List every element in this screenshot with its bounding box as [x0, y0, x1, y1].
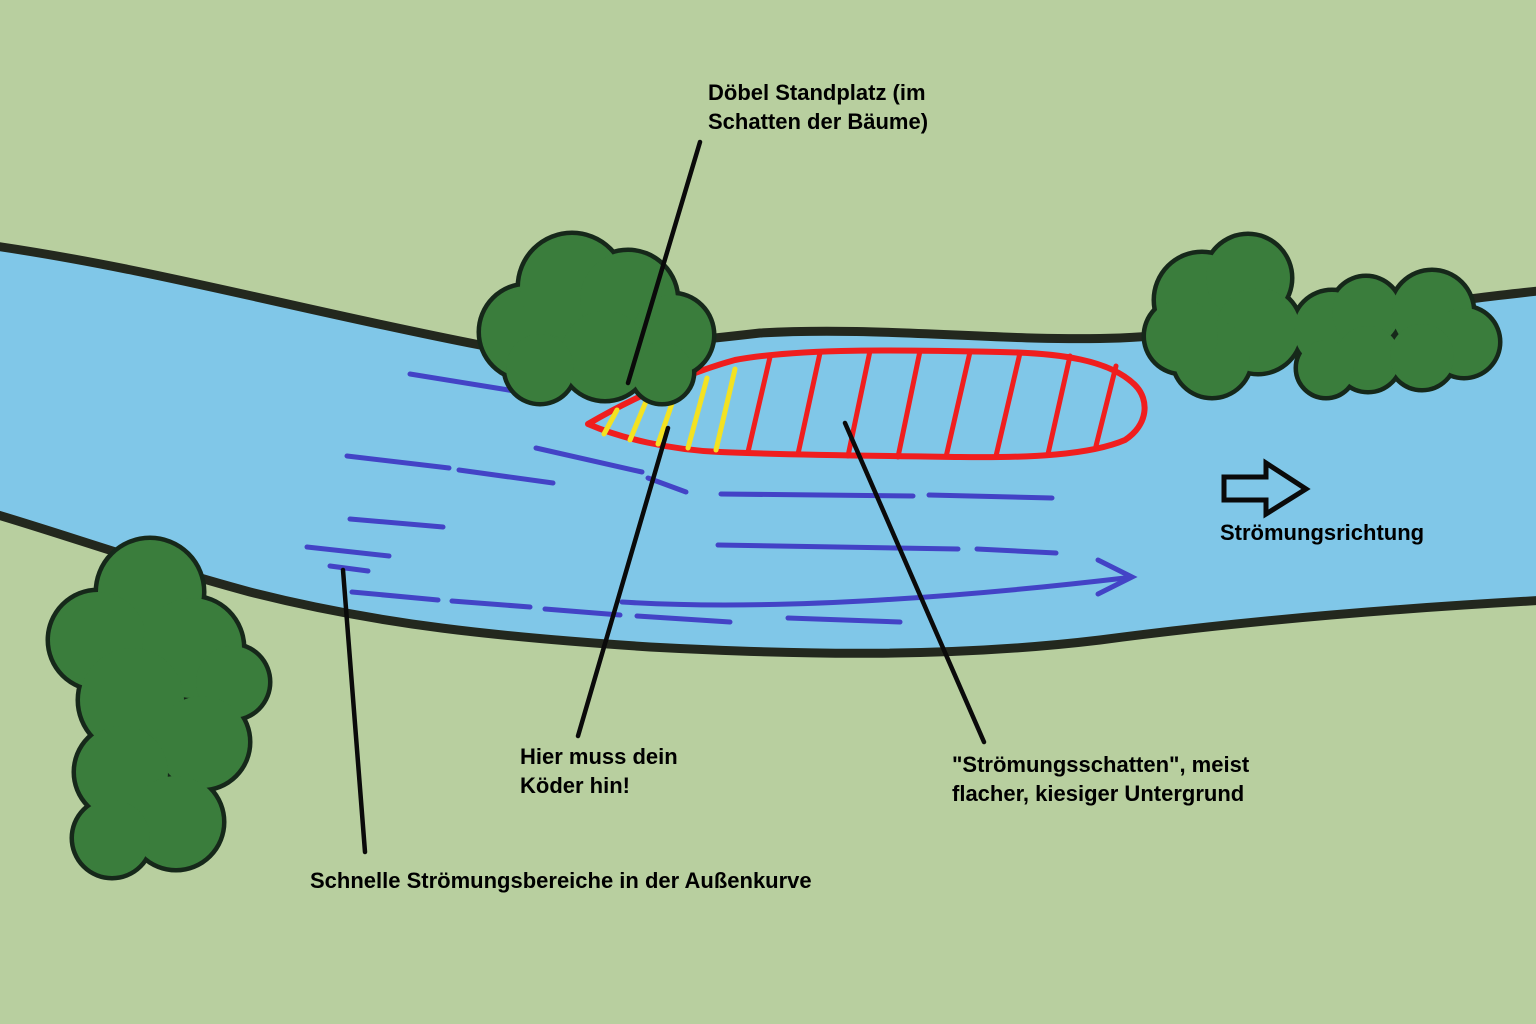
flow-shadow-zone-outline [585, 347, 1148, 461]
annotation-line-standplatz [625, 139, 703, 386]
flow-shadow-hatch [745, 348, 1119, 460]
flow-direction-arrow-icon [1221, 458, 1311, 519]
label-stroemungsschatten-line1: "Strömungsschatten", meist [952, 752, 1250, 777]
label-doebel-standplatz: Döbel Standplatz (im Schatten der Bäume) [708, 78, 928, 136]
label-stroemungsschatten-line2: flacher, kiesiger Untergrund [952, 781, 1245, 807]
label-doebel-standplatz-line1: Döbel Standplatz (im [708, 80, 926, 105]
label-koeder-spot-line1: Hier muss dein [520, 744, 678, 769]
annotation-line-koeder [575, 425, 671, 739]
label-stroemungsrichtung: Strömungsrichtung [1220, 518, 1424, 547]
annotation-line-aussenkurve [340, 567, 368, 855]
current-flow-arrow [619, 557, 1138, 608]
label-aussenkurve-text: Schnelle Strömungsbereiche in der Außenk… [310, 868, 812, 893]
label-stroemungsschatten: "Strömungsschatten", meist flacher, kies… [952, 750, 1249, 808]
label-koeder-spot: Hier muss dein Köder hin! [520, 742, 678, 800]
label-aussenkurve: Schnelle Strömungsbereiche in der Außenk… [310, 866, 812, 895]
label-stroemungsrichtung-text: Strömungsrichtung [1220, 520, 1425, 545]
label-koeder-spot-line2: Köder hin! [520, 773, 630, 799]
current-lines [304, 371, 1059, 625]
label-doebel-standplatz-line2: Schatten der Bäume) [708, 109, 929, 135]
annotation-line-schatten [842, 420, 987, 745]
